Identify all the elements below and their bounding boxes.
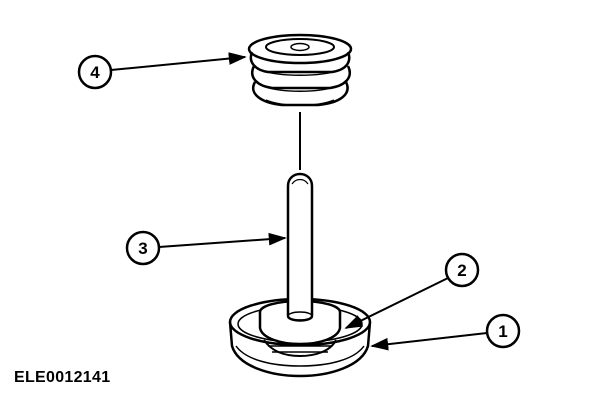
figure-id-label: ELE0012141 (14, 369, 111, 386)
callout-circle (77, 54, 113, 90)
leader-arrow (344, 277, 449, 329)
callout-number: 2 (457, 261, 466, 280)
leader-arrow (370, 332, 488, 351)
leader-arrow (158, 232, 287, 248)
spring-part-4 (247, 33, 353, 107)
callout-number: 1 (498, 322, 507, 341)
callout-3: 3 (125, 230, 287, 266)
callout-circle (485, 313, 521, 349)
retainer-part-2 (258, 299, 342, 358)
plunger-part-3 (286, 172, 314, 322)
callout-2: 2 (344, 252, 480, 329)
callout-circle (125, 230, 161, 266)
callout-4: 4 (77, 52, 247, 90)
callout-number: 4 (90, 63, 100, 82)
callout-1: 1 (370, 313, 521, 351)
leader-arrow (110, 52, 247, 71)
callout-number: 3 (138, 239, 147, 258)
callout-circle (444, 252, 480, 288)
